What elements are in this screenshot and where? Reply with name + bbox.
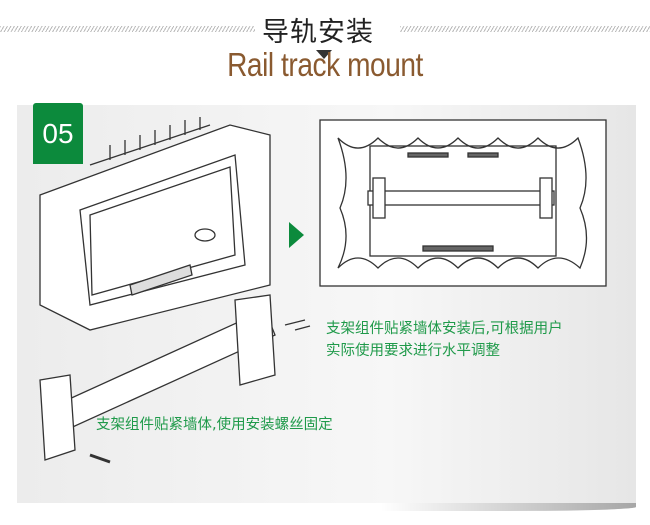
title-chinese: 导轨安装 (262, 17, 374, 48)
next-step-arrow-icon (289, 222, 304, 248)
enclosure-wall-illustration (39, 117, 271, 331)
bracket-rail-illustration (39, 294, 311, 464)
header-divider-left (0, 26, 255, 32)
pointer-triangle-icon (316, 50, 332, 59)
fixing-note: 支架组件贴紧墙体,使用安装螺丝固定 (96, 417, 333, 433)
title-english: Rail track mount (227, 46, 423, 83)
mounted-rail-illustration (319, 119, 607, 287)
panel-shadow (380, 503, 636, 511)
header-divider-right (400, 26, 650, 32)
adjustment-note-line1: 支架组件贴紧墙体安装后,可根据用户 (326, 321, 563, 337)
step-badge: 05 (33, 103, 83, 164)
adjustment-note: 支架组件贴紧墙体安装后,可根据用户 实际使用要求进行水平调整 (326, 318, 563, 362)
adjustment-note-line2: 实际使用要求进行水平调整 (326, 343, 500, 359)
